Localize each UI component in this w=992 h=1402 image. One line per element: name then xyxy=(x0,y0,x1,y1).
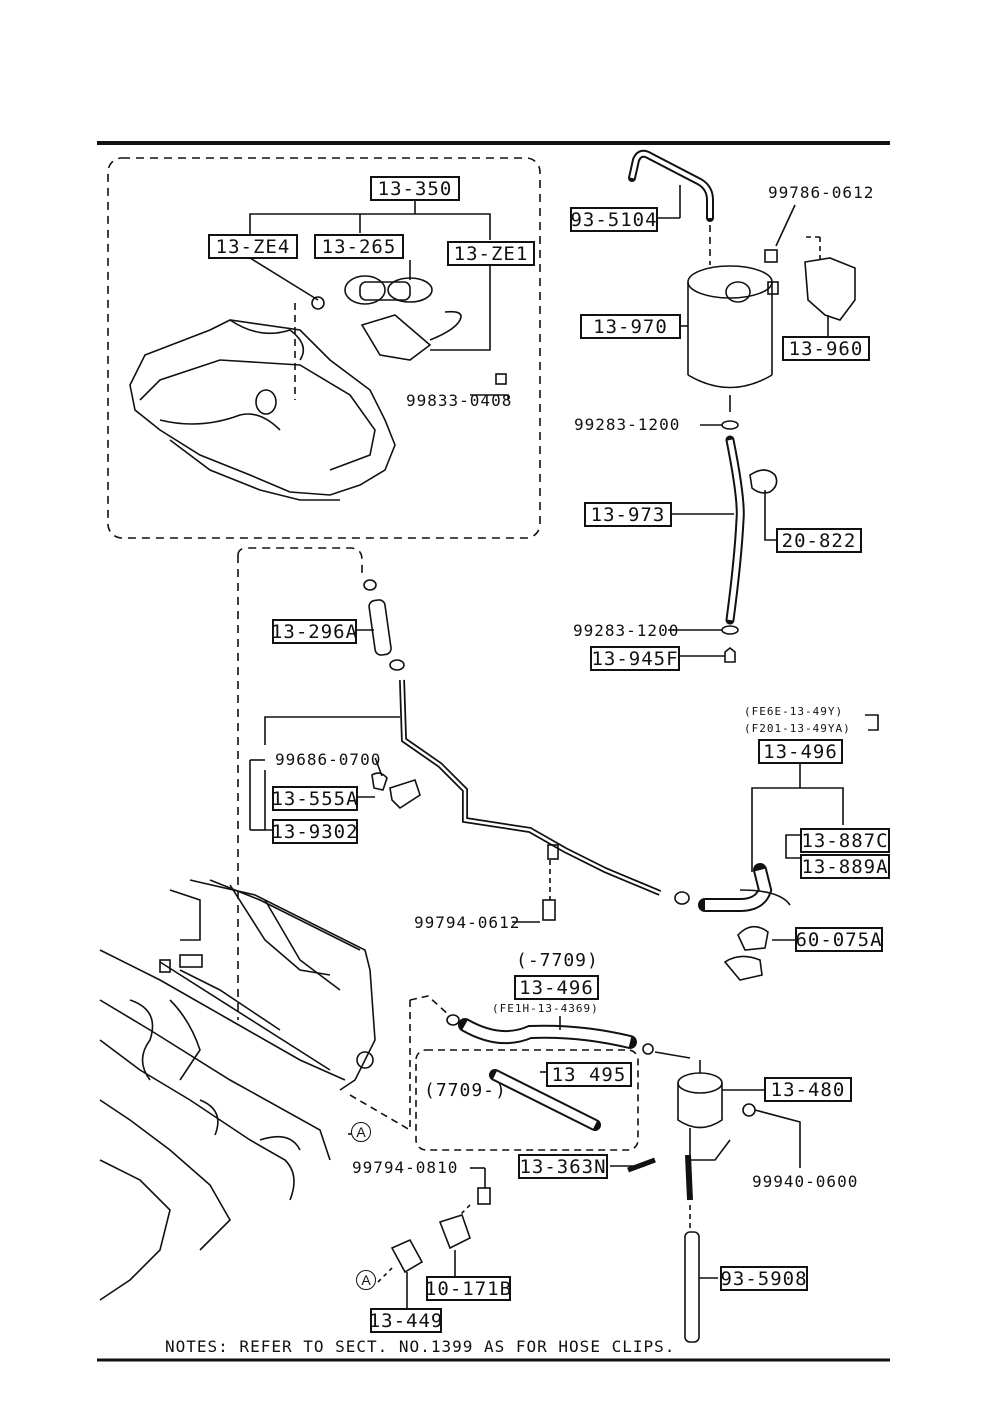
fuel-pipe-drawing xyxy=(399,679,662,896)
part-99283-1200-upper-label[interactable]: 99283-1200 xyxy=(574,415,681,434)
part-99786-0612-label[interactable]: 99786-0612 xyxy=(768,183,875,202)
part-13-350-label[interactable]: 13-350 xyxy=(370,176,460,201)
part-99833-0408-label[interactable]: 99833-0408 xyxy=(406,391,513,410)
part-99686-0700-label[interactable]: 99686-0700 xyxy=(275,750,382,769)
fuel-tank-group-frame xyxy=(107,157,541,539)
fuel-pump-drawing xyxy=(311,275,507,385)
part-93-5908-label[interactable]: 93-5908 xyxy=(720,1266,808,1291)
part-13-ze1-label[interactable]: 13-ZE1 xyxy=(447,241,535,266)
part-99940-0600-label[interactable]: 99940-0600 xyxy=(752,1172,859,1191)
part-13-973-label[interactable]: 13-973 xyxy=(584,502,672,527)
part-99794-0810-label[interactable]: 99794-0810 xyxy=(352,1158,459,1177)
part-13-889a-label[interactable]: 13-889A xyxy=(800,854,890,879)
fe6e-note-label: (FE6E-13-49Y) xyxy=(744,705,844,718)
canister-bracket-drawing xyxy=(804,257,856,321)
part-13-555a-label[interactable]: 13-555A xyxy=(271,786,359,811)
reference-a-engine-marker: A xyxy=(351,1122,371,1142)
part-13-496-lower-label[interactable]: 13-496 xyxy=(514,975,599,1000)
part-99283-1200-lower-label[interactable]: 99283-1200 xyxy=(573,621,680,640)
part-13-265-label[interactable]: 13-265 xyxy=(314,234,404,259)
variant-7709-frame xyxy=(415,1049,639,1151)
part-13-960-label[interactable]: 13-960 xyxy=(782,336,870,361)
part-13-363n-label[interactable]: 13-363N xyxy=(518,1154,608,1179)
part-20-822-label[interactable]: 20-822 xyxy=(776,528,862,553)
f201-note-label: (F201-13-49YA) xyxy=(744,722,851,735)
part-13-480-label[interactable]: 13-480 xyxy=(764,1077,852,1102)
fe1h-note-label: (FE1H-13-4369) xyxy=(492,1002,599,1015)
range-7709-after-label: (7709-) xyxy=(424,1080,507,1101)
part-13-945f-label[interactable]: 13-945F xyxy=(590,646,680,671)
reference-a-gasket-marker: A xyxy=(356,1270,376,1290)
engine-block-drawing xyxy=(99,879,376,1301)
charcoal-canister-drawing xyxy=(687,265,779,412)
part-13-887c-label[interactable]: 13-887C xyxy=(800,828,890,853)
part-13-449-label[interactable]: 13-449 xyxy=(368,1308,444,1333)
fuel-filter-drawing xyxy=(642,1043,756,1201)
part-99794-0612-label[interactable]: 99794-0612 xyxy=(414,913,521,932)
notes-text: NOTES: REFER TO SECT. NO.1399 AS FOR HOS… xyxy=(165,1337,676,1356)
fuel-tank-drawing xyxy=(129,319,396,501)
range-7709-before-label: (-7709) xyxy=(516,950,599,971)
part-13-495-label[interactable]: 13 495 xyxy=(546,1062,632,1087)
part-13-ze4-label[interactable]: 13-ZE4 xyxy=(208,234,298,259)
part-60-075a-label[interactable]: 60-075A xyxy=(795,927,883,952)
part-93-5104-label[interactable]: 93-5104 xyxy=(570,207,658,232)
part-10-171b-label[interactable]: 10-171B xyxy=(424,1276,513,1301)
part-13-296a-label[interactable]: 13-296A xyxy=(270,619,359,644)
part-13-496-upper-label[interactable]: 13-496 xyxy=(758,739,843,764)
part-13-9302-label[interactable]: 13-9302 xyxy=(271,819,359,844)
part-13-970-label[interactable]: 13-970 xyxy=(580,314,681,339)
